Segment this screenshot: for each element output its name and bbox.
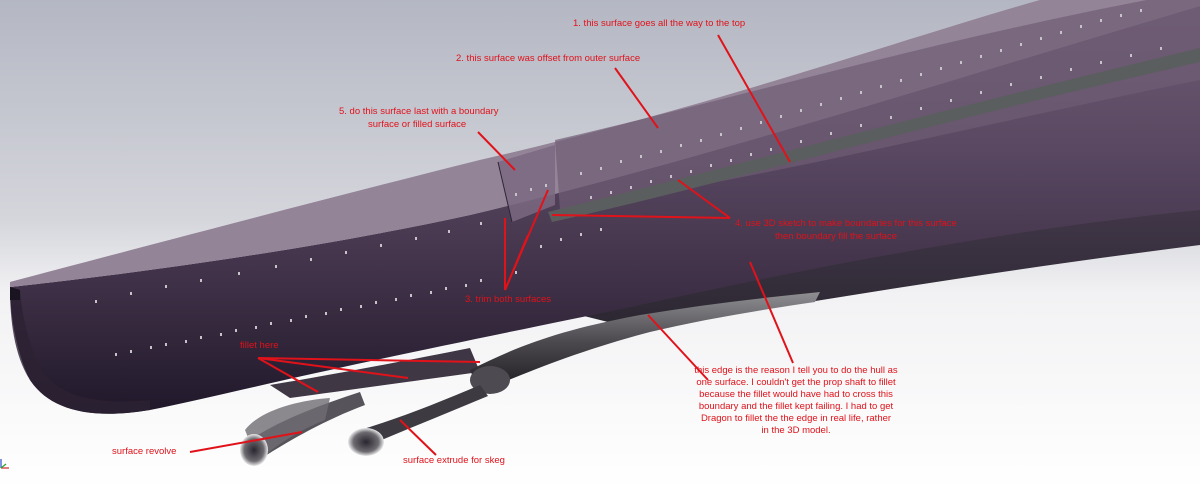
- note-skeg-extrude: surface extrude for skeg: [403, 455, 505, 466]
- note-edge-line: this edge is the reason I tell you to do…: [694, 365, 898, 376]
- note-boundary-surface-line2: surface or filled surface: [368, 119, 467, 130]
- note-fillet-here: fillet here: [240, 340, 279, 351]
- note-edge-line: Dragon to fillet the the edge in real li…: [700, 413, 892, 424]
- note-edge-line: because the fillet would have had to cro…: [699, 389, 893, 400]
- porthole-rows: [95, 9, 1162, 356]
- note-surface-revolve: surface revolve: [112, 446, 177, 457]
- note-3d-sketch-line2: then boundary fill the surface: [775, 231, 897, 242]
- note-edge-line: one surface. I couldn't get the prop sha…: [696, 377, 896, 388]
- annotation-leaders: [189, 34, 794, 456]
- note-edge-line: in the 3D model.: [761, 425, 831, 436]
- note-boundary-surface-line1: 5. do this surface last with a boundary: [339, 106, 499, 117]
- note-3d-sketch-line1: 4. use 3D sketch to make boundaries for …: [735, 218, 957, 229]
- note-edge-explanation: this edge is the reason I tell you to do…: [693, 365, 899, 437]
- axis-triad-icon[interactable]: [0, 456, 12, 470]
- note-trim-surfaces: 3. trim both surfaces: [465, 294, 552, 305]
- note-offset-surface: 2. this surface was offset from outer su…: [456, 53, 641, 64]
- note-edge-line: boundary and the fillet kept failing. I …: [698, 401, 894, 412]
- note-surface-to-top: 1. this surface goes all the way to the …: [573, 18, 746, 29]
